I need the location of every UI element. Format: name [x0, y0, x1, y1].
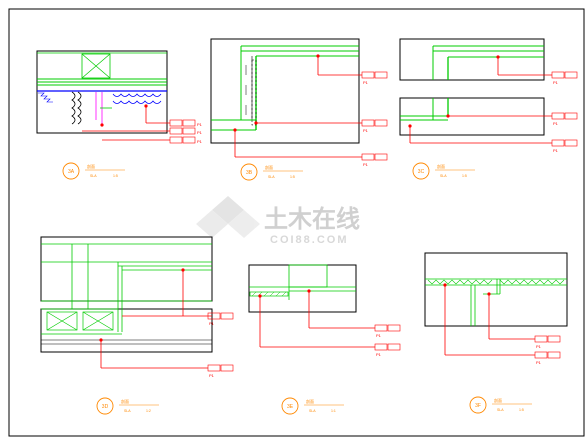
- detail-3c-name: 剖面: [437, 163, 445, 169]
- detail-3b-ref: SLA: [268, 175, 275, 179]
- detail-3d-id: 3D: [102, 404, 109, 410]
- detail-3c-ref: SLA: [440, 174, 447, 178]
- detail-3c-tag-3: P1: [553, 148, 559, 153]
- detail-3b-title: 3B 剖面 SLA 1:5: [240, 163, 303, 181]
- detail-3c-title: 3C 剖面 SLA 1:5: [412, 162, 475, 180]
- detail-3b-tags: P1 P1 P1: [361, 71, 388, 167]
- detail-3a-section: [36, 50, 170, 141]
- detail-3d-title: 3D 剖面 SLA 1:2: [96, 397, 159, 415]
- detail-3f-title: 3F 剖面 SLA 1:5: [469, 396, 532, 414]
- detail-3a-scale: 1:5: [113, 174, 118, 178]
- detail-3b-tag-1: P1: [363, 80, 369, 85]
- detail-3d-tags: P1 P1: [207, 312, 234, 378]
- detail-3a-ref: SLA: [90, 174, 97, 178]
- detail-3d-tag-1: P1: [209, 321, 215, 326]
- detail-3a-title: 3A 剖面 SLA 1:5: [62, 162, 125, 180]
- watermark-subtitle: COI88.COM: [270, 234, 349, 246]
- detail-3d-ref: SLA: [124, 409, 131, 413]
- detail-3e-section: [248, 264, 375, 348]
- detail-3f-scale: 1:5: [519, 408, 524, 412]
- detail-3b-id: 3B: [246, 170, 253, 176]
- detail-3e-ref: SLA: [309, 409, 316, 413]
- detail-3c-tag-2: P1: [553, 121, 559, 126]
- detail-3e-name: 剖面: [306, 398, 314, 404]
- detail-3e-tags: P1 P1: [374, 324, 401, 357]
- detail-3e-tag-1: P1: [376, 333, 382, 338]
- detail-3e-scale: 1:1: [331, 409, 336, 413]
- detail-3f-tag-2: P1: [536, 360, 542, 365]
- detail-3f-tags: P1 P1: [534, 335, 561, 365]
- detail-3a-tag-1: P1: [197, 122, 203, 127]
- detail-3e-id: 3E: [287, 404, 294, 410]
- detail-3a-tag-3: P1: [197, 139, 203, 144]
- detail-3b-scale: 1:5: [290, 175, 295, 179]
- detail-3b-tag-2: P1: [363, 128, 369, 133]
- detail-3b-section: [210, 38, 362, 158]
- detail-3c-tag-1: P1: [553, 80, 559, 85]
- watermark: 土木在线 COI88.COM: [196, 196, 360, 246]
- detail-3f-id: 3F: [475, 403, 481, 409]
- detail-3c-id: 3C: [418, 169, 425, 175]
- detail-3e-title: 3E 剖面 SLA 1:1: [281, 397, 344, 415]
- detail-3f-ref: SLA: [497, 408, 504, 412]
- detail-3f-tag-1: P1: [536, 344, 542, 349]
- detail-3f-section: [424, 252, 568, 356]
- detail-3a-tags: P1 P1 P1: [169, 119, 203, 144]
- detail-3f-name: 剖面: [494, 397, 502, 403]
- detail-3b-tag-3: P1: [363, 162, 369, 167]
- detail-3a-name: 剖面: [87, 163, 95, 169]
- watermark-logo-icon: [196, 196, 260, 238]
- watermark-title: 土木在线: [264, 205, 360, 233]
- detail-3d-name: 剖面: [121, 398, 129, 404]
- detail-3c-scale: 1:5: [462, 174, 467, 178]
- sheet-border: [8, 8, 585, 437]
- detail-3c-tags: P1 P1 P1: [551, 71, 578, 153]
- detail-3e-tag-2: P1: [376, 352, 382, 357]
- detail-3a-tag-2: P1: [197, 130, 203, 135]
- detail-3b-name: 剖面: [265, 164, 273, 170]
- detail-3a-id: 3A: [68, 169, 75, 175]
- detail-3d-section: [40, 236, 213, 369]
- detail-3d-tag-2: P1: [209, 373, 215, 378]
- detail-3c-section: [399, 38, 552, 144]
- detail-3d-scale: 1:2: [146, 409, 151, 413]
